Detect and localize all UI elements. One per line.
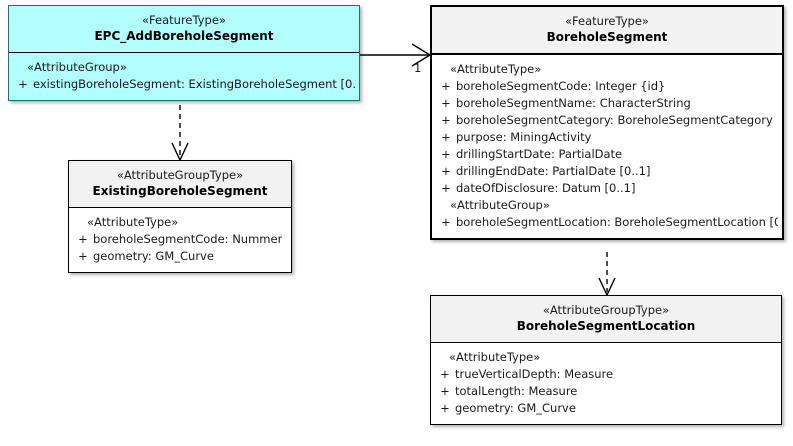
attribute-text: purpose: MiningActivity xyxy=(456,130,592,144)
attribute-text: geometry: GM_Curve xyxy=(455,401,576,415)
attribute-visibility: + xyxy=(78,249,88,263)
class-divider xyxy=(431,342,781,343)
attribute-row[interactable]: + boreholeSegmentCategory: BoreholeSegme… xyxy=(436,112,778,129)
attribute-row[interactable]: + dateOfDisclosure: Datum [0..1] xyxy=(436,180,778,197)
class-header: «FeatureType» EPC_AddBoreholeSegment xyxy=(9,6,359,52)
class-stereotype: «AttributeGroupType» xyxy=(542,303,670,317)
attribute-visibility: + xyxy=(441,113,451,127)
attribute-text: drillingEndDate: PartialDate [0..1] xyxy=(456,164,651,178)
attribute-text: dateOfDisclosure: Datum [0..1] xyxy=(456,181,636,195)
class-divider xyxy=(69,207,291,208)
class-attributes-compartment: «AttributeType» + boreholeSegmentCode: N… xyxy=(69,208,291,272)
class-header: «FeatureType» BoreholeSegment xyxy=(432,7,782,53)
attribute-type-label: «AttributeType» xyxy=(449,350,541,364)
attribute-text: boreholeSegmentCode: Nummer xyxy=(93,232,283,246)
attribute-row[interactable]: + boreholeSegmentLocation: BoreholeSegme… xyxy=(436,214,778,231)
class-box-borehole-segment-location[interactable]: «AttributeGroupType» BoreholeSegmentLoca… xyxy=(430,295,782,425)
attribute-visibility: + xyxy=(78,232,88,246)
attribute-row[interactable]: + drillingStartDate: PartialDate xyxy=(436,146,778,163)
attribute-text: existingBoreholeSegment: ExistingBorehol… xyxy=(33,77,355,91)
attribute-row[interactable]: + existingBoreholeSegment: ExistingBoreh… xyxy=(13,76,355,93)
class-header: «AttributeGroupType» ExistingBoreholeSeg… xyxy=(69,161,291,207)
attribute-visibility: + xyxy=(440,367,450,381)
attribute-text: drillingStartDate: PartialDate xyxy=(456,147,623,161)
attribute-type-label: «AttributeType» xyxy=(87,215,179,229)
attribute-text: boreholeSegmentCategory: BoreholeSegment… xyxy=(456,113,773,127)
class-name: BoreholeSegment xyxy=(546,30,668,44)
attribute-group-label: «AttributeGroup» xyxy=(27,60,127,74)
attribute-row[interactable]: + boreholeSegmentCode: Integer {id} xyxy=(436,78,778,95)
attribute-visibility: + xyxy=(441,147,451,161)
association-target-multiplicity: 1 xyxy=(414,61,422,75)
attribute-row[interactable]: + geometry: GM_Curve xyxy=(73,248,287,265)
attribute-visibility: + xyxy=(441,130,451,144)
attribute-visibility: + xyxy=(18,77,28,91)
class-stereotype: «FeatureType» xyxy=(565,14,649,28)
attribute-row[interactable]: + totalLength: Measure xyxy=(435,383,777,400)
attribute-text: boreholeSegmentCode: Integer {id} xyxy=(456,79,666,93)
dependency-epc-to-existing[interactable] xyxy=(171,105,189,162)
class-box-borehole-segment[interactable]: «FeatureType» BoreholeSegment «Attribute… xyxy=(430,5,784,240)
attribute-row[interactable]: + boreholeSegmentCode: Nummer xyxy=(73,231,287,248)
attribute-text: trueVerticalDepth: Measure xyxy=(455,367,614,381)
attribute-visibility: + xyxy=(441,96,451,110)
class-attributes-compartment: «AttributeType» + boreholeSegmentCode: I… xyxy=(432,55,782,238)
class-attributes-compartment: «AttributeGroup» + existingBoreholeSegme… xyxy=(9,53,359,100)
attribute-visibility: + xyxy=(441,164,451,178)
class-box-existing-borehole-segment[interactable]: «AttributeGroupType» ExistingBoreholeSeg… xyxy=(68,160,292,273)
attribute-type-label: «AttributeType» xyxy=(450,62,542,76)
class-name: EPC_AddBoreholeSegment xyxy=(94,29,274,43)
class-name: ExistingBoreholeSegment xyxy=(92,184,268,198)
class-divider xyxy=(432,53,782,55)
class-divider xyxy=(9,52,359,53)
attribute-row[interactable]: + purpose: MiningActivity xyxy=(436,129,778,146)
attribute-visibility: + xyxy=(441,181,451,195)
dependency-arrowhead-open xyxy=(598,277,616,297)
attribute-visibility: + xyxy=(440,401,450,415)
class-attributes-compartment: «AttributeType» + trueVerticalDepth: Mea… xyxy=(431,343,781,424)
attribute-row[interactable]: + trueVerticalDepth: Measure xyxy=(435,366,777,383)
class-stereotype: «AttributeGroupType» xyxy=(116,168,244,182)
attribute-text: boreholeSegmentName: CharacterString xyxy=(456,96,691,110)
class-box-epc-add-borehole-segment[interactable]: «FeatureType» EPC_AddBoreholeSegment «At… xyxy=(8,5,360,101)
class-header: «AttributeGroupType» BoreholeSegmentLoca… xyxy=(431,296,781,342)
attribute-text: totalLength: Measure xyxy=(455,384,578,398)
dependency-boreholesegment-to-location[interactable] xyxy=(598,252,616,297)
attribute-visibility: + xyxy=(440,384,450,398)
attribute-text: boreholeSegmentLocation: BoreholeSegment… xyxy=(456,215,778,229)
dependency-arrowhead-open xyxy=(171,142,189,162)
attribute-row[interactable]: + boreholeSegmentName: CharacterString xyxy=(436,95,778,112)
class-stereotype: «FeatureType» xyxy=(142,13,226,27)
attribute-text: geometry: GM_Curve xyxy=(93,249,214,263)
class-name: BoreholeSegmentLocation xyxy=(516,319,696,333)
attribute-group-label: «AttributeGroup» xyxy=(450,198,550,212)
attribute-visibility: + xyxy=(441,215,451,229)
attribute-visibility: + xyxy=(441,79,451,93)
attribute-row[interactable]: + geometry: GM_Curve xyxy=(435,400,777,417)
attribute-row[interactable]: + drillingEndDate: PartialDate [0..1] xyxy=(436,163,778,180)
